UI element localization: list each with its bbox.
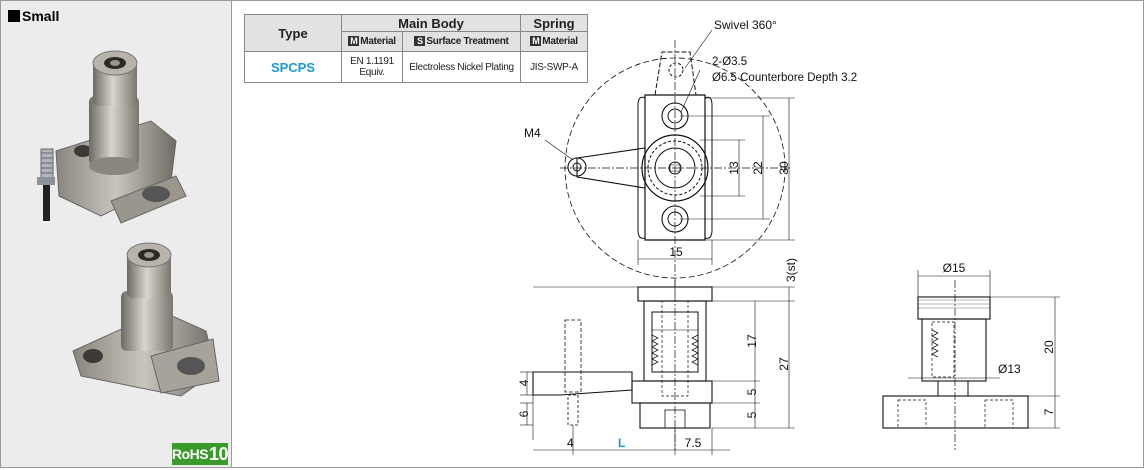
holes-label: 2-Ø3.5 [712,56,747,68]
drawing-labels: Swivel 360° 2-Ø3.5 Ø6.5 Counterbore Dept… [517,18,1056,450]
square-bullet-icon [8,10,20,22]
dim-27: 27 [777,357,791,371]
counterbore-label: Ø6.5 Counterbore Depth 3.2 [712,72,857,84]
dim-4-vertical: 4 [517,379,531,386]
spring-material-label: Material [542,36,578,47]
dim-L: L [618,436,625,450]
panel-title: Small [8,8,59,24]
swivel-label: Swivel 360° [714,18,777,32]
spring-header: Spring [520,14,588,32]
dim-17: 17 [745,334,759,348]
rohs-number: 10 [209,443,229,464]
surface-badge: S [414,36,426,46]
panel-title-text: Small [22,8,60,24]
dim-13: 13 [727,161,741,175]
main-body-header: Main Body [341,14,521,32]
material-value-line2: Equiv. [359,67,385,78]
material-label: Material [360,36,396,47]
material-badge: M [348,36,360,46]
dim-20: 20 [1042,340,1056,354]
dim-15: 15 [669,245,683,259]
dim-22: 22 [751,161,765,175]
dim-diameter-13: Ø13 [998,362,1021,376]
surface-label: Surface Treatment [426,36,509,47]
spring-material-cell: JIS-SWP-A [520,51,588,83]
type-value: SPCPS [270,59,316,75]
dim-5-lower: 5 [745,411,759,418]
side-view [882,270,1060,450]
surface-cell: Electroless Nickel Plating [402,51,521,83]
dim-4-horizontal: 4 [567,436,574,450]
dim-30: 30 [777,161,791,175]
top-view [544,29,795,295]
dim-6: 6 [517,410,531,417]
product-photo-bottom [72,242,220,397]
dim-5-upper: 5 [745,388,759,395]
front-view [520,280,795,455]
product-photo-top [37,50,187,224]
dim-7: 7 [1042,408,1056,415]
product-photos [37,50,220,397]
material-value-line1: EN 1.1191 [350,56,394,67]
product-panel: Small [0,0,232,468]
thread-label: M4 [524,126,541,140]
type-cell: SPCPS [244,51,342,83]
rohs-text: RoHS [171,446,209,462]
spring-material-badge: M [530,36,542,46]
dim-7-5: 7.5 [685,436,702,450]
dim-diameter-15: Ø15 [943,261,966,275]
drawing-panel [232,0,1144,468]
dim-3st: 3(st) [784,258,798,282]
